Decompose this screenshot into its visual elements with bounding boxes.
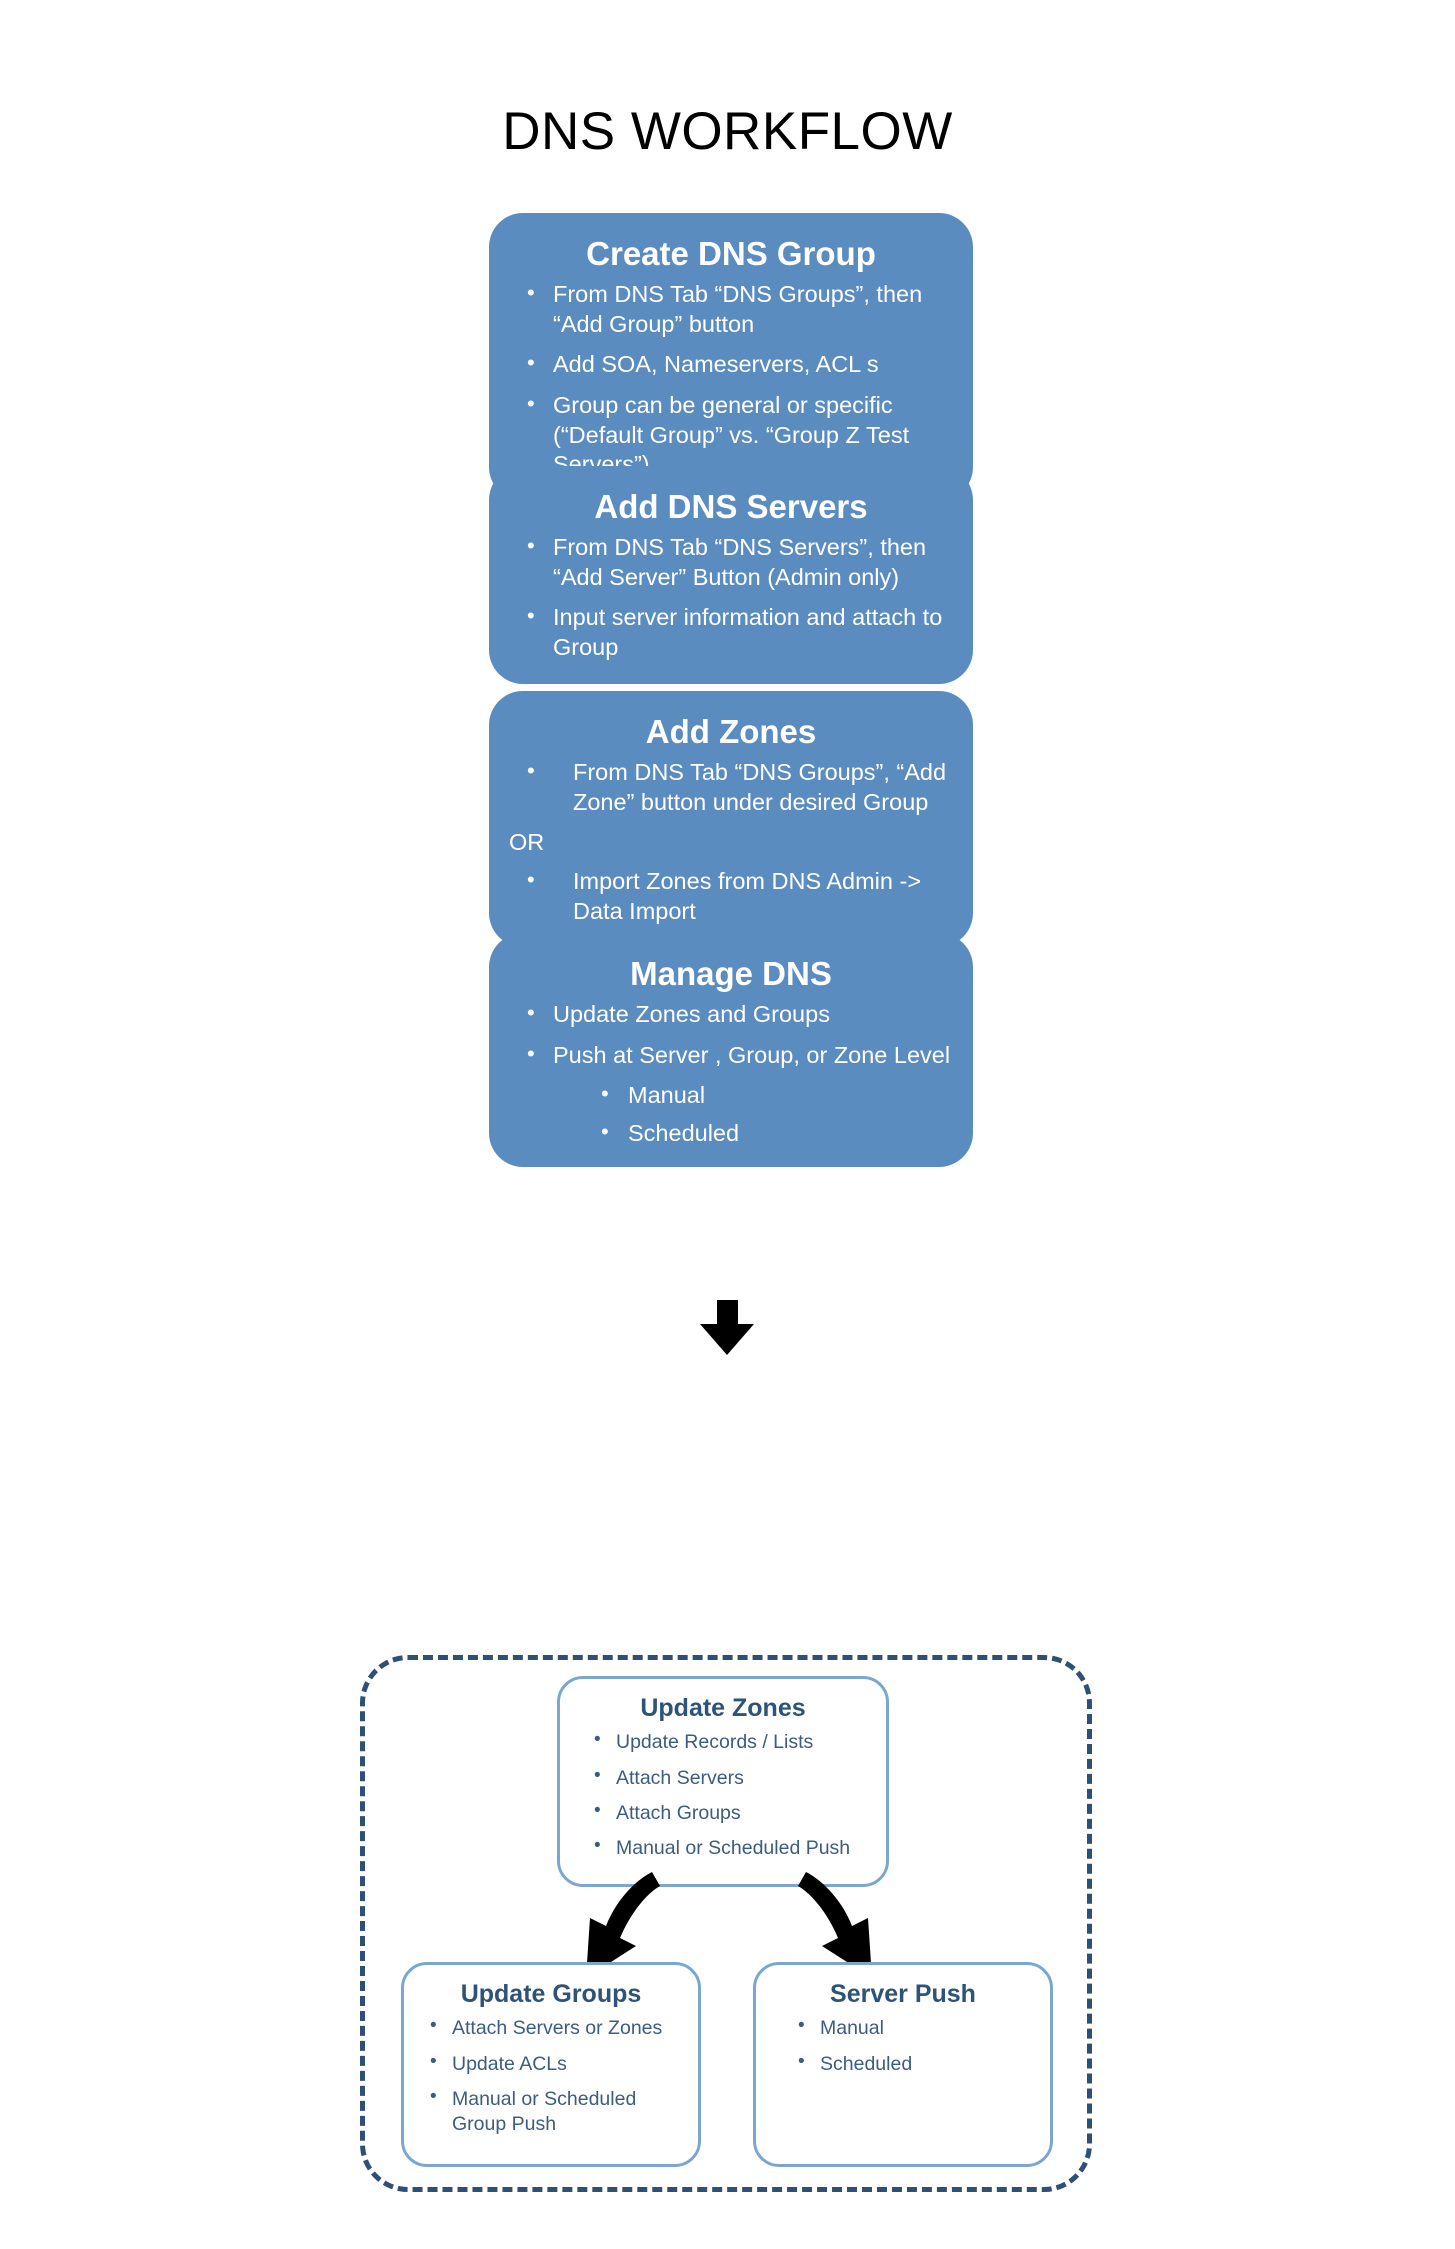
flow-step-manage-dns[interactable]: Manage DNS Update Zones and Groups Push … xyxy=(489,933,973,1167)
branch-arrows-group xyxy=(586,1872,872,1978)
down-arrow-icon xyxy=(700,1300,755,1355)
step-title: Add Zones xyxy=(645,713,817,750)
curved-arrow-right-icon xyxy=(798,1872,872,1978)
bullet-item: Attach Servers xyxy=(590,1764,876,1791)
bullet-item: Attach Groups xyxy=(590,1799,876,1826)
sub-step-title: Update Zones xyxy=(640,1694,806,1722)
flow-step-create-dns-group[interactable]: Create DNS Group From DNS Tab “DNS Group… xyxy=(489,213,973,501)
bullet-item: Attach Servers or Zones xyxy=(426,2014,688,2041)
sub-bullet-list: Manual Scheduled xyxy=(756,2014,1050,2077)
flow-step-update-groups[interactable]: Update Groups Attach Servers or Zones Up… xyxy=(401,1962,701,2167)
bullet-item: Update Records / Lists xyxy=(590,1728,876,1755)
page-title: DNS WORKFLOW xyxy=(502,102,953,161)
arrow-shaft xyxy=(717,1300,738,1326)
bullet-item: Import Zones from DNS Admin -> Data Impo… xyxy=(523,866,957,926)
bullet-item: Update ACLs xyxy=(426,2050,688,2077)
bullet-item: Push at Server , Group, or Zone Level xyxy=(523,1040,957,1071)
bullet-item: Manual or Scheduled Push xyxy=(590,1834,876,1861)
bullet-item: Add SOA, Nameservers, ACL s xyxy=(523,349,957,380)
step-title: Manage DNS xyxy=(630,955,832,992)
step-bullet-list: From DNS Tab “DNS Groups”, “Add Zone” bu… xyxy=(489,757,973,926)
sub-bullet-list: Update Records / Lists Attach Servers At… xyxy=(560,1728,886,1861)
bullet-sub-item: Manual xyxy=(523,1080,957,1111)
bullet-item: Update Zones and Groups xyxy=(523,999,957,1030)
step-bullet-list: From DNS Tab “DNS Groups”, then “Add Gro… xyxy=(489,279,973,480)
flow-step-add-dns-servers[interactable]: Add DNS Servers From DNS Tab “DNS Server… xyxy=(489,466,973,684)
bullet-item: From DNS Tab “DNS Groups”, “Add Zone” bu… xyxy=(523,757,957,817)
flow-step-update-zones[interactable]: Update Zones Update Records / Lists Atta… xyxy=(557,1676,889,1887)
arrow-head xyxy=(700,1324,754,1355)
bullet-item: Manual or Scheduled Group Push xyxy=(426,2085,688,2138)
sub-step-title: Update Groups xyxy=(460,1980,642,2008)
step-bullet-list: Update Zones and Groups Push at Server ,… xyxy=(489,999,973,1149)
bullet-item: From DNS Tab “DNS Groups”, then “Add Gro… xyxy=(523,279,957,339)
curved-arrow-left-icon xyxy=(586,1872,660,1978)
or-separator-label: OR xyxy=(509,829,545,856)
sub-bullet-list: Attach Servers or Zones Update ACLs Manu… xyxy=(404,2014,698,2138)
step-title: Create DNS Group xyxy=(586,235,876,272)
bullet-item: Group can be general or specific (“Defau… xyxy=(523,390,957,480)
flow-step-server-push[interactable]: Server Push Manual Scheduled xyxy=(753,1962,1053,2167)
flow-step-add-zones[interactable]: Add Zones From DNS Tab “DNS Groups”, “Ad… xyxy=(489,691,973,948)
bullet-item: Scheduled xyxy=(794,2050,1040,2077)
bullet-item: Manual xyxy=(794,2014,1040,2041)
bullet-item: From DNS Tab “DNS Servers”, then “Add Se… xyxy=(523,532,957,592)
bullet-item: Input server information and attach to G… xyxy=(523,602,957,662)
sub-step-title: Server Push xyxy=(830,1980,976,2008)
step-bullet-list: From DNS Tab “DNS Servers”, then “Add Se… xyxy=(489,532,973,662)
manage-dns-detail-group-container xyxy=(360,1655,1092,2192)
step-title: Add DNS Servers xyxy=(594,488,868,525)
bullet-sub-item: Scheduled xyxy=(523,1118,957,1149)
